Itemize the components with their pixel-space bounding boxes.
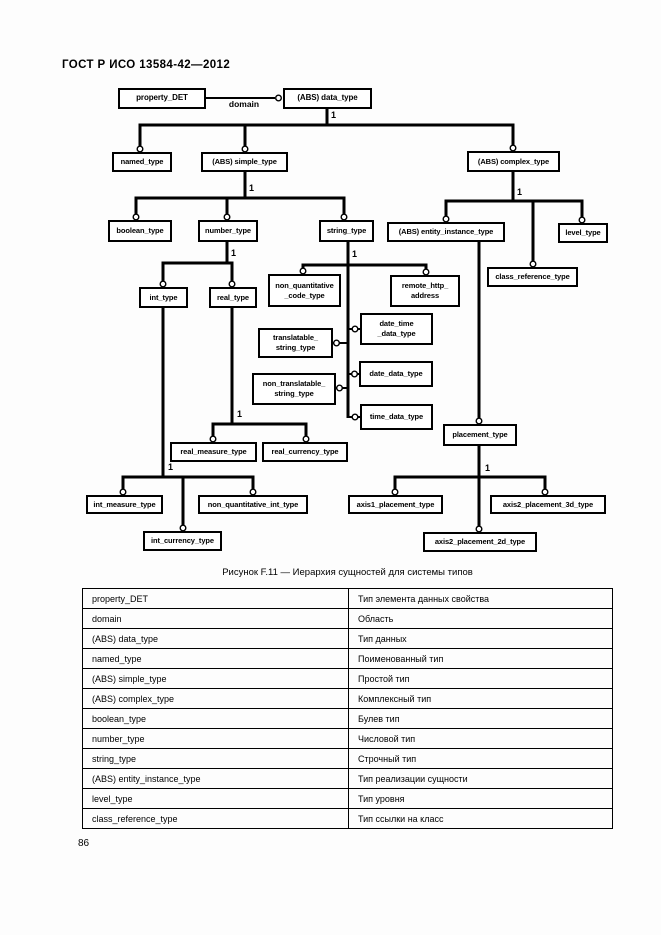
definition-cell: Тип элемента данных свойства [348,588,613,609]
cardinality-label: 1 [231,248,237,258]
definition-cell: Тип реализации сущности [348,768,613,789]
table-row: named_type Поименованный тип [82,648,613,669]
node-property-det: property_DET [118,88,206,109]
table-row: string_type Строчный тип [82,748,613,769]
table-row: boolean_type Булев тип [82,708,613,729]
node-string-type: string_type [319,220,374,242]
node-axis2-placement-2d-type: axis2_placement_2d_type [423,532,537,552]
table-row: (ABS) simple_type Простой тип [82,668,613,689]
definition-cell: Тип данных [348,628,613,649]
node-number-type: number_type [198,220,258,242]
node-remote-http-address: remote_http_ address [390,275,460,307]
node-int-measure-type: int_measure_type [86,495,163,514]
definition-cell: Комплексный тип [348,688,613,709]
table-row: (ABS) entity_instance_type Тип реализаци… [82,768,613,789]
table-row: (ABS) data_type Тип данных [82,628,613,649]
term-cell: (ABS) simple_type [82,668,349,689]
node-int-type: int_type [139,287,188,308]
figure-caption: Рисунок F.11 — Иерархия сущностей для си… [222,567,473,578]
node-level-type: level_type [558,223,608,243]
table-row: level_type Тип уровня [82,788,613,809]
legend-table: property_DET Тип элемента данных свойств… [82,588,613,829]
cardinality-label: 1 [352,249,358,259]
cardinality-label: 1 [249,183,255,193]
node-translatable-string-type: translatable_ string_type [258,328,333,358]
definition-cell: Тип ссылки на класс [348,808,613,829]
cardinality-label: 1 [168,462,174,472]
node-entity-instance-type: (ABS) entity_instance_type [387,222,505,242]
standard-header: ГОСТ Р ИСО 13584-42—2012 [62,59,231,71]
node-axis2-placement-3d-type: axis2_placement_3d_type [490,495,606,514]
term-cell: class_reference_type [82,808,349,829]
table-row: domain Область [82,608,613,629]
node-date-time-data-type: date_time _data_type [360,313,433,345]
table-row: class_reference_type Тип ссылки на класс [82,808,613,829]
term-cell: boolean_type [82,708,349,729]
term-cell: level_type [82,788,349,809]
table-row: property_DET Тип элемента данных свойств… [82,588,613,609]
page-number: 86 [78,838,90,849]
node-axis1-placement-type: axis1_placement_type [348,495,443,514]
node-real-measure-type: real_measure_type [170,442,257,462]
definition-cell: Булев тип [348,708,613,729]
node-complex-type: (ABS) complex_type [467,151,560,172]
node-non-quantitative-code-type: non_quantitative _code_type [268,274,341,307]
definition-cell: Числовой тип [348,728,613,749]
node-non-translatable-string-type: non_translatable_ string_type [252,373,336,405]
definition-cell: Простой тип [348,668,613,689]
node-int-currency-type: int_currency_type [143,531,222,551]
definition-cell: Строчный тип [348,748,613,769]
relation-label-domain: domain [228,99,260,109]
node-simple-type: (ABS) simple_type [201,152,288,172]
node-data-type: (ABS) data_type [283,88,372,109]
term-cell: (ABS) entity_instance_type [82,768,349,789]
term-cell: domain [82,608,349,629]
node-named-type: named_type [112,152,172,172]
node-boolean-type: boolean_type [108,220,172,242]
term-cell: number_type [82,728,349,749]
term-cell: property_DET [82,588,349,609]
node-real-type: real_type [209,287,257,308]
node-class-reference-type: class_reference_type [487,267,578,287]
connector-lines [121,97,584,528]
node-time-data-type: time_data_type [360,404,433,430]
term-cell: (ABS) data_type [82,628,349,649]
cardinality-label: 1 [517,187,523,197]
cardinality-label: 1 [485,463,491,473]
node-date-data-type: date_data_type [359,361,433,387]
definition-cell: Тип уровня [348,788,613,809]
table-row: (ABS) complex_type Комплексный тип [82,688,613,709]
term-cell: string_type [82,748,349,769]
definition-cell: Поименованный тип [348,648,613,669]
definition-cell: Область [348,608,613,629]
cardinality-label: 1 [331,110,337,120]
table-row: number_type Числовой тип [82,728,613,749]
diagram-connectors [119,94,586,533]
term-cell: (ABS) complex_type [82,688,349,709]
node-placement-type: placement_type [443,424,517,446]
node-real-currency-type: real_currency_type [262,442,348,462]
term-cell: named_type [82,648,349,669]
node-non-quantitative-int-type: non_quantitative_int_type [198,495,308,514]
type-hierarchy-diagram: domain 1 1 1 1 1 1 1 1 property_DET (ABS… [86,88,608,552]
cardinality-label: 1 [237,409,243,419]
junction-circles [119,94,586,533]
